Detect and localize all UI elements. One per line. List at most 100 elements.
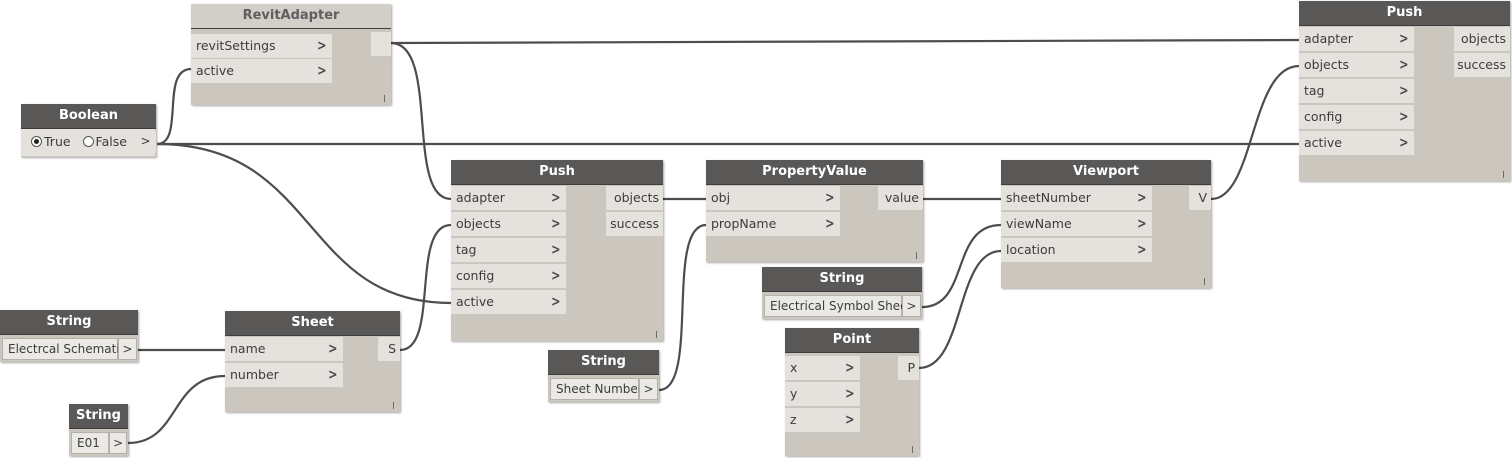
push-node-main[interactable]: Push adapter> objects> tag> config> acti… bbox=[451, 160, 663, 341]
chevron-right-icon: > bbox=[551, 190, 561, 206]
output-port-s[interactable]: S bbox=[378, 337, 400, 362]
chevron-right-icon: > bbox=[328, 367, 338, 383]
output-port[interactable]: > bbox=[109, 432, 127, 454]
node-title: String bbox=[762, 267, 922, 292]
resize-handle-icon[interactable] bbox=[1503, 171, 1504, 178]
node-title: Push bbox=[1299, 1, 1510, 26]
input-port-sheetnumber[interactable]: sheetNumber> bbox=[1001, 186, 1152, 211]
string-node-schematic[interactable]: String Electrcal Schematic > bbox=[0, 310, 138, 362]
node-title: Push bbox=[451, 160, 663, 185]
node-title: String bbox=[69, 404, 128, 429]
node-title: String bbox=[548, 350, 659, 375]
output-port[interactable]: > bbox=[639, 378, 658, 400]
node-title: String bbox=[0, 310, 138, 335]
input-port-viewname[interactable]: viewName> bbox=[1001, 212, 1152, 237]
output-port-objects[interactable]: objects bbox=[606, 186, 663, 211]
node-title: Point bbox=[785, 328, 919, 353]
input-port-z[interactable]: z> bbox=[785, 408, 860, 433]
chevron-right-icon: > bbox=[1137, 216, 1147, 232]
output-port-v[interactable]: V bbox=[1189, 186, 1211, 211]
input-port-x[interactable]: x> bbox=[785, 356, 860, 381]
input-port-active[interactable]: active> bbox=[451, 290, 566, 315]
chevron-right-icon: > bbox=[328, 341, 338, 357]
wire-boolean-to-revitadapter-active[interactable] bbox=[156, 67, 192, 146]
input-port-adapter[interactable]: adapter> bbox=[451, 186, 566, 211]
chevron-right-icon: > bbox=[825, 190, 835, 206]
output-port-objects[interactable]: objects bbox=[1454, 27, 1510, 52]
input-port-config[interactable]: config> bbox=[451, 264, 566, 289]
sheet-node[interactable]: Sheet name> number> S bbox=[225, 311, 400, 412]
wire-boolean-to-push-main-active[interactable] bbox=[156, 142, 452, 305]
boolean-node[interactable]: Boolean True False > bbox=[21, 104, 156, 157]
radio-selected-icon bbox=[31, 136, 42, 147]
input-port-name[interactable]: name> bbox=[225, 337, 343, 362]
propertyvalue-node[interactable]: PropertyValue obj> propName> value bbox=[706, 160, 923, 262]
push-node-top[interactable]: Push adapter> objects> tag> config> acti… bbox=[1299, 1, 1510, 181]
input-port-objects[interactable]: objects> bbox=[1299, 53, 1414, 78]
chevron-right-icon: > bbox=[1399, 83, 1409, 99]
input-port-adapter[interactable]: adapter> bbox=[1299, 27, 1414, 52]
string-value-input[interactable]: E01 bbox=[71, 432, 109, 454]
output-port[interactable]: > bbox=[902, 295, 921, 317]
chevron-right-icon: > bbox=[551, 216, 561, 232]
chevron-right-icon: > bbox=[1399, 31, 1409, 47]
chevron-right-icon: > bbox=[317, 63, 327, 79]
input-port-tag[interactable]: tag> bbox=[1299, 79, 1414, 104]
radio-true[interactable]: True bbox=[31, 134, 71, 149]
string-value-input[interactable]: Electrical Symbol Sheet bbox=[764, 295, 912, 317]
chevron-right-icon: > bbox=[551, 294, 561, 310]
radio-false[interactable]: False bbox=[82, 134, 127, 149]
output-port-success[interactable]: success bbox=[1454, 53, 1510, 78]
chevron-right-icon: > bbox=[1399, 57, 1409, 73]
wire-revitadapter-to-push-main-adapter[interactable] bbox=[390, 41, 452, 201]
chevron-right-icon: > bbox=[1137, 242, 1147, 258]
viewport-node[interactable]: Viewport sheetNumber> viewName> location… bbox=[1001, 160, 1211, 288]
input-port-revitsettings[interactable]: revitSettings> bbox=[191, 34, 332, 59]
string-value-input[interactable]: Electrcal Schematic bbox=[2, 338, 126, 360]
input-port-active[interactable]: active> bbox=[1299, 131, 1414, 156]
output-port[interactable] bbox=[371, 32, 391, 57]
wire-e01-to-sheet-number[interactable] bbox=[127, 374, 226, 445]
wire-point-to-viewport-location[interactable] bbox=[918, 249, 1002, 370]
wire-symbolsheet-to-viewport-viewname[interactable] bbox=[921, 223, 1002, 309]
wire-revitadapter-to-push-top-adapter[interactable] bbox=[390, 38, 1300, 45]
node-title: PropertyValue bbox=[706, 160, 923, 185]
string-value-input[interactable]: Sheet Number bbox=[550, 378, 643, 400]
chevron-right-icon: > bbox=[1137, 190, 1147, 206]
wire-sheet-to-push-main-objects[interactable] bbox=[399, 223, 452, 352]
chevron-right-icon: > bbox=[845, 386, 855, 402]
input-port-tag[interactable]: tag> bbox=[451, 238, 566, 263]
revitadapter-node[interactable]: RevitAdapter revitSettings> active> bbox=[191, 4, 391, 105]
wire-sheetnumber-to-propertyvalue-propname[interactable] bbox=[658, 223, 707, 392]
resize-handle-icon[interactable] bbox=[912, 446, 913, 453]
string-node-sheet-number[interactable]: String Sheet Number > bbox=[548, 350, 659, 402]
input-port-y[interactable]: y> bbox=[785, 382, 860, 407]
output-port-p[interactable]: P bbox=[898, 356, 919, 381]
chevron-right-icon: > bbox=[825, 216, 835, 232]
wire-viewport-to-push-top-objects[interactable] bbox=[1210, 64, 1300, 201]
input-port-config[interactable]: config> bbox=[1299, 105, 1414, 130]
node-title: Viewport bbox=[1001, 160, 1211, 185]
resize-handle-icon[interactable] bbox=[656, 331, 657, 338]
resize-handle-icon[interactable] bbox=[1204, 278, 1205, 285]
input-port-number[interactable]: number> bbox=[225, 363, 343, 388]
resize-handle-icon[interactable] bbox=[916, 252, 917, 259]
input-port-obj[interactable]: obj> bbox=[706, 186, 840, 211]
chevron-right-icon: > bbox=[551, 268, 561, 284]
input-port-location[interactable]: location> bbox=[1001, 238, 1152, 263]
string-node-symbol-sheet[interactable]: String Electrical Symbol Sheet > bbox=[762, 267, 922, 319]
chevron-right-icon: > bbox=[845, 412, 855, 428]
input-port-propname[interactable]: propName> bbox=[706, 212, 840, 237]
resize-handle-icon[interactable] bbox=[393, 402, 394, 409]
string-node-e01[interactable]: String E01 > bbox=[69, 404, 128, 456]
radio-unselected-icon bbox=[82, 136, 94, 147]
output-port[interactable]: > bbox=[118, 338, 137, 360]
output-port[interactable]: > bbox=[135, 131, 156, 153]
output-port-value[interactable]: value bbox=[878, 186, 923, 211]
input-port-active[interactable]: active> bbox=[191, 59, 332, 84]
output-port-success[interactable]: success bbox=[606, 212, 663, 237]
point-node[interactable]: Point x> y> z> P bbox=[785, 328, 919, 456]
resize-handle-icon[interactable] bbox=[384, 95, 385, 102]
input-port-objects[interactable]: objects> bbox=[451, 212, 566, 237]
chevron-right-icon: > bbox=[1399, 135, 1409, 151]
